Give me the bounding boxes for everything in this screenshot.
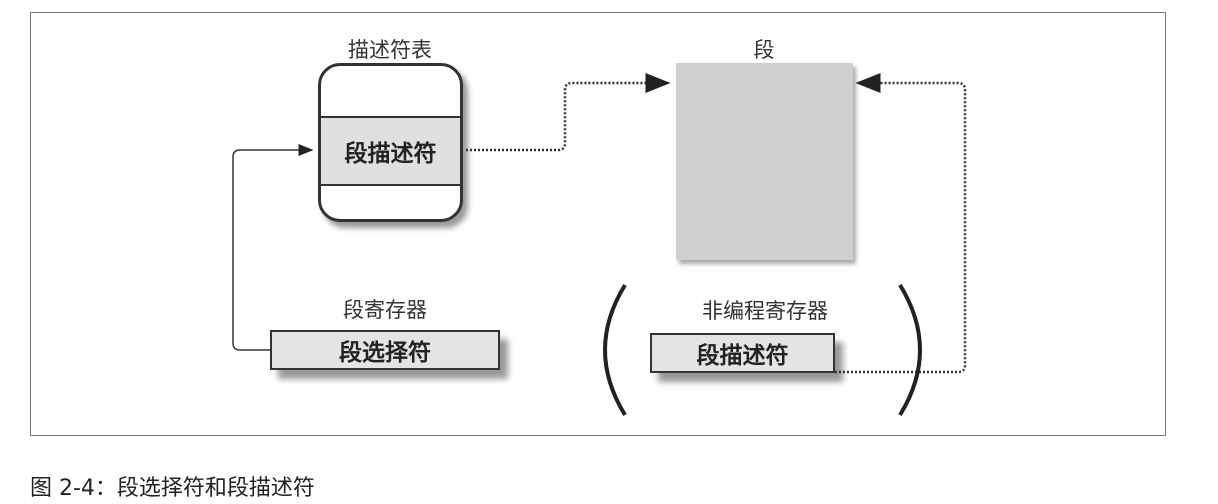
segment-block [676, 63, 853, 260]
nonprogrammable-register-label: 非编程寄存器 [702, 299, 828, 323]
descriptor-table: 段描述符 [318, 63, 463, 222]
descriptor-to-segment-dotted-arrow [466, 73, 671, 152]
figure-caption: 图 2-4：段选择符和段描述符 [30, 476, 315, 501]
nonprogrammable-descriptor-box: 段描述符 [650, 333, 835, 373]
descriptor-table-label: 描述符表 [348, 38, 432, 62]
selector-to-descriptor-arrow [232, 144, 314, 351]
segment-register-label: 段寄存器 [343, 298, 427, 322]
figure-frame [30, 12, 1166, 436]
right-parenthesis [898, 283, 922, 417]
left-parenthesis [603, 283, 627, 417]
cached-descriptor-to-segment-dotted-arrow [835, 73, 967, 374]
segment-label: 段 [753, 38, 775, 62]
descriptor-table-entry: 段描述符 [321, 116, 460, 186]
segment-selector-box: 段选择符 [270, 330, 500, 370]
